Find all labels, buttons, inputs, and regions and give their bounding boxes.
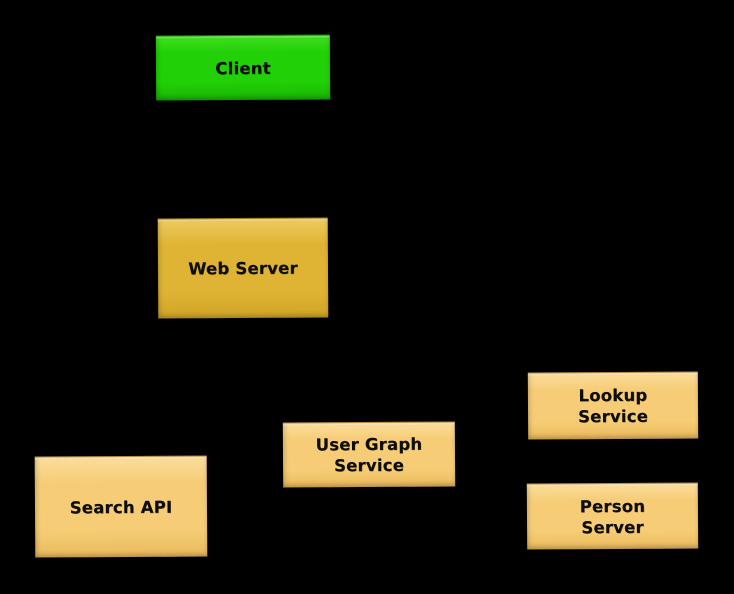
node-user-graph-service-label: User Graph Service	[315, 434, 423, 476]
node-user-graph-service: User Graph Service	[282, 421, 456, 488]
node-search-api-label: Search API	[69, 497, 173, 517]
node-person-server-label: Person Server	[579, 496, 646, 537]
node-search-api: Search API	[34, 455, 208, 558]
node-client-label: Client	[215, 58, 271, 78]
node-client: Client	[155, 34, 331, 101]
node-person-server: Person Server	[526, 482, 699, 550]
node-lookup-service-label: Lookup Service	[578, 385, 649, 427]
node-web-server-label: Web Server	[188, 258, 298, 279]
node-web-server: Web Server	[157, 217, 329, 319]
node-lookup-service: Lookup Service	[527, 371, 699, 440]
